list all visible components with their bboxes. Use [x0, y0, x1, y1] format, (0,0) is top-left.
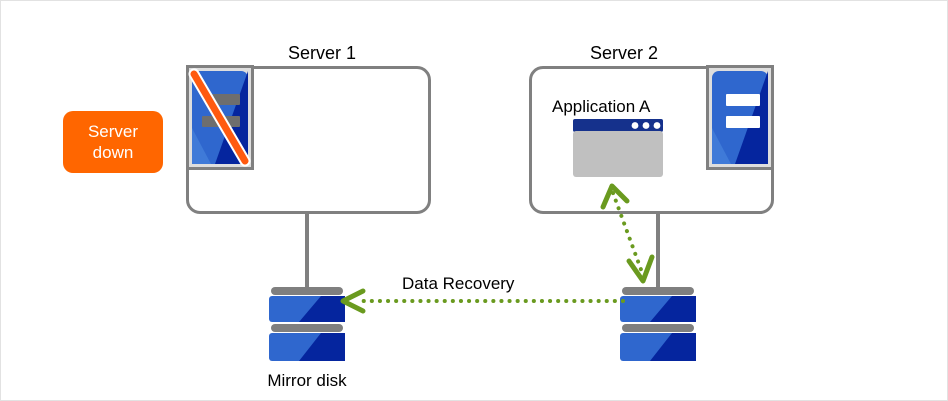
mirror-disk-right — [620, 287, 696, 364]
server1-disk-connector — [305, 214, 309, 290]
server2-title: Server 2 — [589, 43, 659, 63]
server-active-icon — [706, 65, 774, 170]
data-recovery-label: Data Recovery — [402, 274, 515, 293]
mirror-disk-label: Mirror disk — [267, 371, 347, 390]
server1-title: Server 1 — [287, 43, 357, 63]
status-badge-line1: Server — [87, 122, 139, 141]
server-disabled-icon — [186, 65, 254, 170]
dotted-double-arrow-icon — [597, 181, 659, 287]
status-badge-line2: down — [92, 143, 134, 162]
dotted-arrow-left-icon — [337, 288, 627, 314]
server2-disk-connector — [656, 214, 660, 290]
application-window-icon — [573, 119, 663, 177]
status-badge: Server down — [63, 111, 163, 173]
application-label: Application A — [552, 97, 651, 116]
mirror-disk-left — [269, 287, 345, 364]
